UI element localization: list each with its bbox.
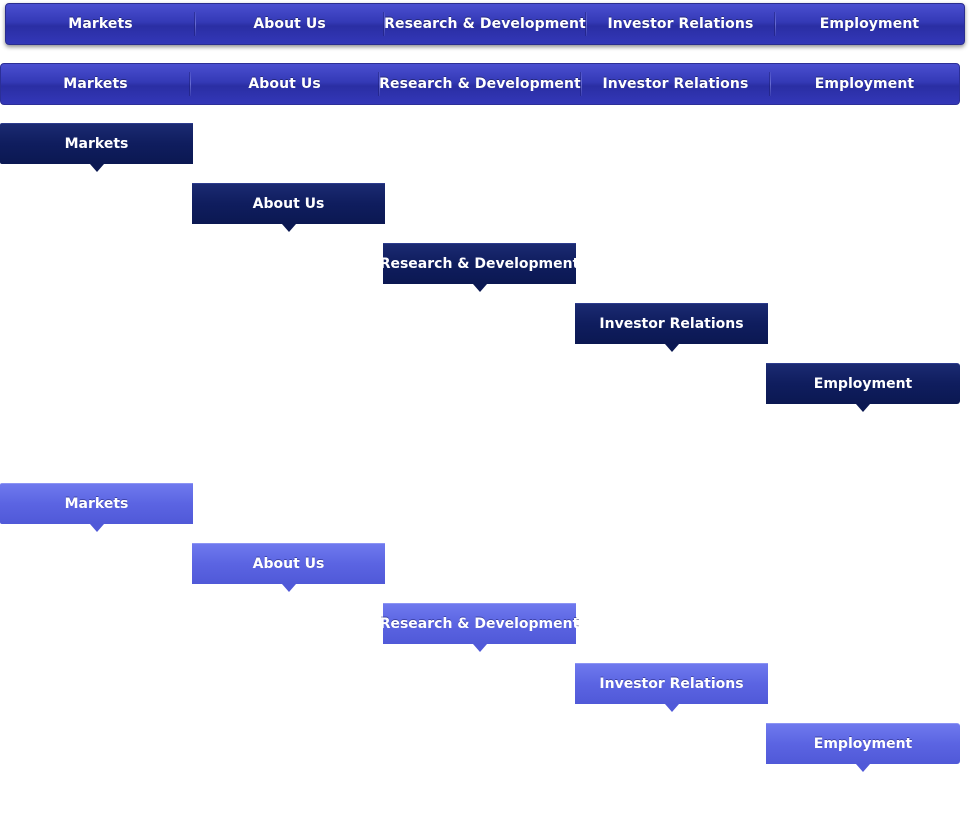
nav-bar-flat: Markets About Us Research & Development … [0,63,960,105]
active-tab-light-investor-relations[interactable]: Investor Relations [575,663,768,712]
active-tab-label: Research & Development [379,616,580,632]
tab-pointer-icon [281,224,296,232]
tab-pointer-icon [281,584,296,592]
tab-pointer-icon [856,404,870,412]
active-tab-label: Investor Relations [599,676,744,692]
active-tab-label: Research & Development [379,256,580,272]
nav-item-research-development[interactable]: Research & Development [379,64,581,104]
active-tab-dark-markets[interactable]: Markets [0,123,193,172]
nav-item-about-us[interactable]: About Us [190,64,379,104]
nav-item-employment[interactable]: Employment [769,64,959,104]
nav-item-about-us[interactable]: About Us [195,4,384,44]
active-tab-dark-research-development[interactable]: Research & Development [380,243,579,292]
tab-pointer-icon [664,344,679,352]
nav-item-research-development[interactable]: Research & Development [384,4,586,44]
tab-pointer-icon [472,284,487,292]
active-tab-light-research-development[interactable]: Research & Development [380,603,579,652]
active-tab-label: Employment [813,736,913,752]
nav-item-investor-relations[interactable]: Investor Relations [580,64,770,104]
tab-pointer-icon [472,644,487,652]
active-tab-dark-investor-relations[interactable]: Investor Relations [575,303,768,352]
nav-item-markets[interactable]: Markets [63,76,128,92]
active-tab-light-about-us[interactable]: About Us [192,543,385,592]
active-tab-dark-about-us[interactable]: About Us [192,183,385,232]
active-tab-label: Markets [64,136,129,152]
nav-item-markets[interactable]: Markets [68,16,133,32]
nav-item-investor-relations[interactable]: Investor Relations [585,4,775,44]
active-tab-dark-employment[interactable]: Employment [766,363,960,412]
active-tab-light-markets[interactable]: Markets [0,483,193,532]
tab-pointer-icon [664,704,679,712]
nav-item-employment[interactable]: Employment [774,4,964,44]
active-tab-label: About Us [252,196,325,212]
tab-pointer-icon [89,524,104,532]
active-tab-label: Employment [813,376,913,392]
active-tab-light-employment[interactable]: Employment [766,723,960,772]
nav-bar-shadowed: Markets About Us Research & Development … [5,3,965,45]
tab-pointer-icon [856,764,870,772]
active-tab-label: About Us [252,556,325,572]
active-tab-label: Investor Relations [599,316,744,332]
tab-pointer-icon [89,164,104,172]
active-tab-label: Markets [64,496,129,512]
